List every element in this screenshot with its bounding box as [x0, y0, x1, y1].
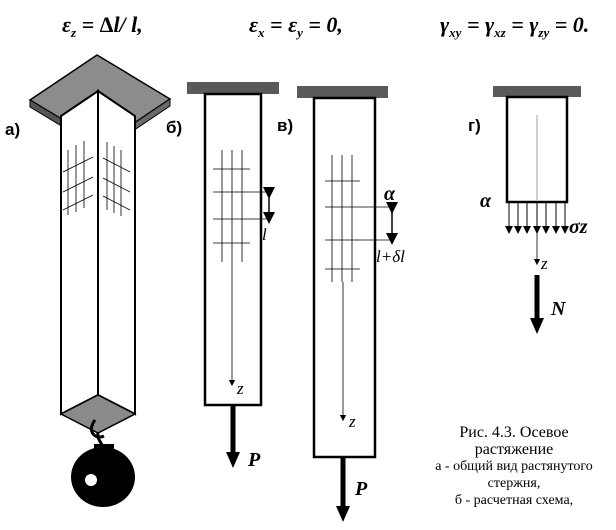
support-v: [297, 86, 388, 98]
figure-a-3d-bar: [28, 54, 172, 507]
grid-b: [213, 150, 268, 262]
caption-line-5: б - расчетная схема,: [454, 493, 574, 508]
part-label-v: в): [277, 116, 293, 135]
figure-caption: Рис. 4.3. Осевое растяжение а - общий ви…: [412, 424, 616, 509]
bar-v: [312, 96, 377, 459]
figure-b-scheme: [187, 82, 279, 468]
part-label-a: а): [5, 120, 20, 139]
hook: [89, 419, 105, 439]
bar-bottom-face: [59, 394, 137, 434]
part-label-b: б): [166, 118, 182, 137]
label-l: l: [262, 225, 267, 244]
caption-line-3: а - общий вид растянутого: [435, 459, 593, 474]
label-z-g: z: [540, 254, 548, 273]
label-p-b: P: [247, 449, 261, 471]
label-alpha-g: α: [480, 190, 492, 212]
stress-arrows: [505, 203, 569, 234]
equation-strain-xy: εx = εy = 0,: [249, 12, 343, 40]
caption-line-2: растяжение: [474, 441, 554, 458]
label-p-v: P: [354, 478, 368, 500]
bar-b: [203, 92, 263, 407]
strain-grid-left: [62, 141, 94, 215]
force-p-b-head: [226, 452, 240, 468]
caption-line-1: Рис. 4.3. Осевое: [459, 424, 569, 441]
label-n: N: [550, 298, 567, 320]
force-p-v-head: [336, 506, 350, 522]
weight-highlight: [85, 474, 97, 486]
figure-v-deformed: [297, 86, 398, 522]
support-b: [187, 82, 279, 94]
bar-right-face: [97, 89, 136, 416]
figure-g-section: [493, 86, 581, 334]
equation-shear: γxy = γxz = γzy = 0.: [440, 12, 589, 40]
label-z-b: z: [236, 379, 244, 398]
bar-left-face: [60, 89, 99, 416]
label-alpha-v: α: [384, 183, 396, 205]
weight-body: [71, 447, 135, 507]
label-l-plus-dl: l+δl: [376, 247, 405, 266]
force-n-head: [530, 318, 544, 334]
strain-grid-right: [102, 142, 131, 216]
caption-line-4: стержня,: [487, 476, 541, 491]
grid-v: [325, 155, 394, 282]
label-sigma-z: σz: [569, 216, 588, 238]
label-z-v: z: [348, 412, 356, 431]
support-g: [493, 86, 581, 97]
equation-strain-z: εz = Δl/ l,: [62, 12, 143, 40]
part-label-g: г): [468, 116, 481, 135]
